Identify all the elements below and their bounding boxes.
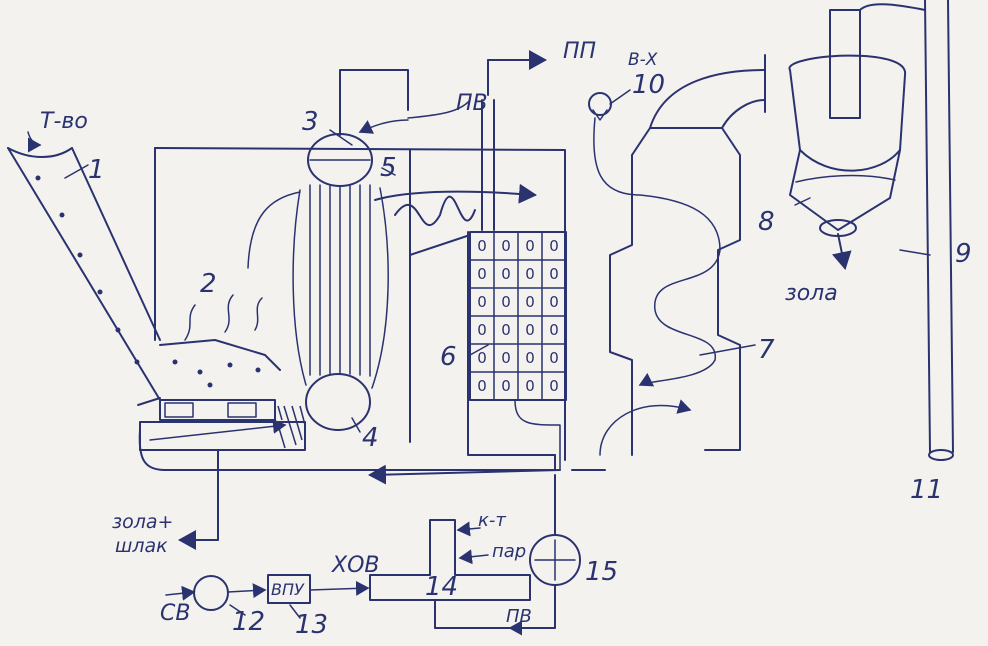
deaerator	[309, 519, 531, 601]
boiler-tubes	[247, 184, 389, 389]
number-7: 7	[758, 335, 775, 365]
economizer-cell: 0	[525, 237, 535, 255]
economizer-cell: 0	[549, 265, 559, 283]
economizer-cell: 0	[477, 237, 487, 255]
number-5: 5	[380, 153, 397, 183]
number-4: 4	[362, 423, 379, 453]
number-2: 2	[200, 269, 217, 299]
economizer-cell: 0	[525, 265, 535, 283]
number-8: 8	[758, 207, 775, 237]
economizer-cell: 0	[477, 293, 487, 311]
number-14: 14	[425, 572, 458, 602]
label-sv: СВ	[160, 601, 190, 626]
number-11: 11	[910, 475, 943, 505]
economizer-cell: 0	[501, 237, 511, 255]
economizer-cell: 0	[525, 377, 535, 395]
air-blower	[588, 92, 612, 121]
economizer-cell: 0	[501, 321, 511, 339]
number-15: 15	[585, 557, 618, 587]
label-steam: пар	[492, 541, 526, 562]
number-10: 10	[632, 70, 665, 100]
label-fuel: Т-во	[40, 109, 88, 134]
label-vpu: ВПУ	[271, 580, 305, 599]
grate	[137, 397, 306, 451]
label-ash-slag-1: зола+	[112, 511, 173, 533]
economizer-cell: 0	[477, 321, 487, 339]
economizer-cell: 0	[501, 349, 511, 367]
economizer-cell: 0	[549, 293, 559, 311]
economizer-cell: 0	[525, 349, 535, 367]
superheater	[374, 50, 547, 231]
label-pp: ПП	[563, 39, 596, 64]
fuel-chute	[7, 131, 161, 401]
number-12: 12	[232, 607, 265, 637]
economizer-cell: 0	[525, 293, 535, 311]
air-heater	[593, 54, 766, 456]
upper-drum	[307, 133, 373, 187]
economizer-cell: 0	[477, 377, 487, 395]
labels: Т-во ПП ПВ В-Х зола зола+ шлак ХОВ к-т п…	[40, 39, 838, 627]
economizer-cell: 0	[501, 265, 511, 283]
flue-lines	[138, 399, 606, 550]
water-treatment	[165, 574, 311, 619]
economizer-cell: 0	[477, 349, 487, 367]
fuel-bed	[172, 294, 263, 388]
chimney	[859, 0, 954, 461]
economizer-cell: 0	[549, 321, 559, 339]
economizer-cell: 0	[525, 321, 535, 339]
label-ash: зола	[785, 281, 838, 306]
feed-pump	[434, 474, 581, 636]
number-9: 9	[955, 239, 972, 269]
economizer-cell: 0	[501, 377, 511, 395]
label-pv-top: ПВ	[456, 91, 488, 116]
economizer-cell: 0	[501, 293, 511, 311]
economizer-cell: 0	[549, 237, 559, 255]
economizer-cell: 0	[549, 349, 559, 367]
number-13: 13	[295, 610, 328, 640]
label-khov: ХОВ	[331, 553, 379, 578]
number-3: 3	[302, 107, 319, 137]
drum-connection	[339, 69, 471, 136]
label-kt: к-т	[478, 510, 506, 531]
economizer-cell: 0	[549, 377, 559, 395]
number-1: 1	[88, 155, 105, 185]
label-vx: В-Х	[628, 50, 658, 70]
label-ash-slag-2: шлак	[115, 535, 168, 557]
lower-drum	[305, 373, 371, 431]
economizer-cell: 0	[477, 265, 487, 283]
number-6: 6	[440, 342, 457, 372]
component-numbers: 1 2 3 4 5 6 7 8 9 10 11 12 13 14 15	[88, 70, 972, 640]
ash-collector	[788, 9, 907, 270]
callout-leaders	[64, 89, 931, 433]
label-pv-bottom: ПВ	[506, 606, 532, 627]
